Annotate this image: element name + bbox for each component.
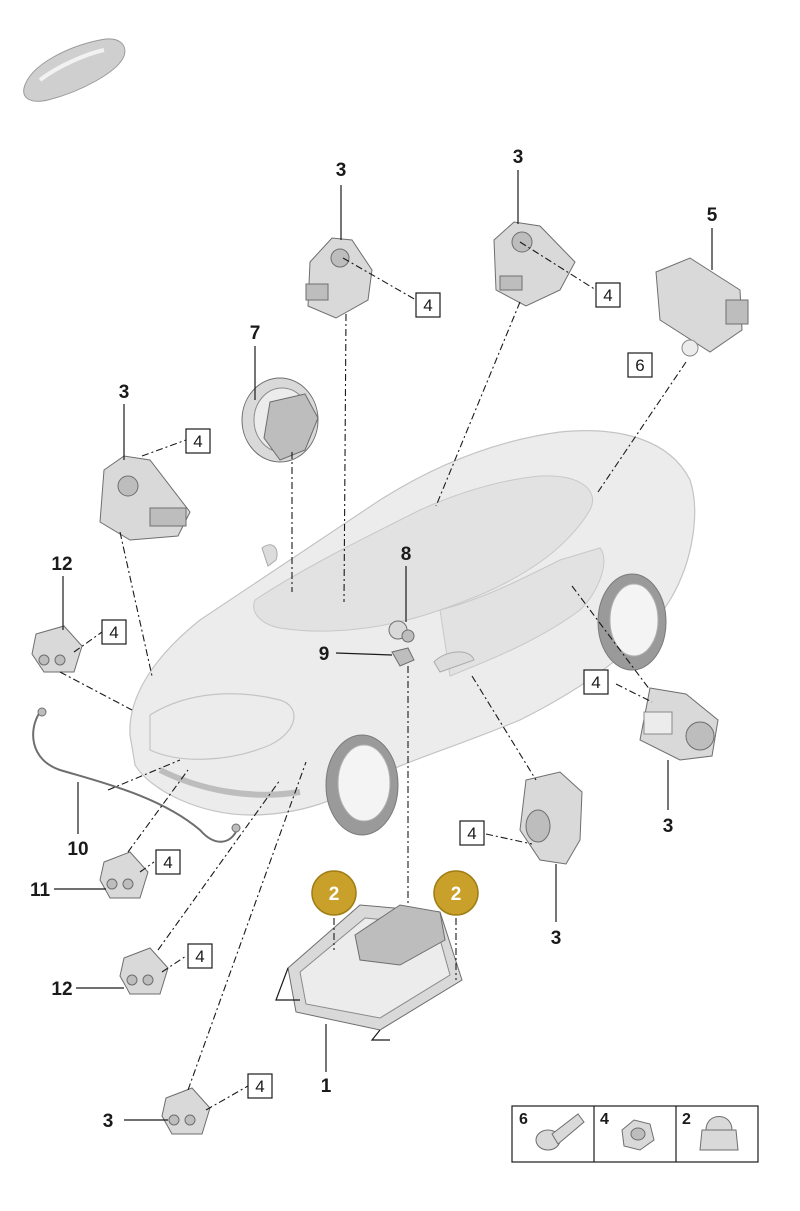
sensor-3-top-center: [305, 237, 373, 319]
sensor-3-left: [99, 455, 191, 541]
boxed-label-4: 4: [101, 619, 127, 645]
connector-lines: [59, 241, 687, 1111]
badge-2-right: 2: [433, 870, 479, 916]
svg-text:4: 4: [195, 947, 204, 966]
svg-text:4: 4: [255, 1077, 264, 1096]
sensor-12-upper: [31, 625, 83, 673]
svg-text:2: 2: [682, 1111, 691, 1128]
callout-7: 7: [250, 323, 261, 344]
callout-12-upper: 12: [51, 554, 72, 575]
sensor-7: [241, 377, 319, 463]
sensor-8: [388, 620, 415, 643]
svg-text:4: 4: [600, 1111, 609, 1128]
callout-3-bottom-right: 3: [551, 928, 562, 949]
sensor-3-bottom-right: [519, 771, 583, 865]
cap-nut-icon: [699, 1116, 739, 1151]
sensor-3-bottom-left: [161, 1087, 211, 1135]
callout-3-bottom-left: 3: [103, 1111, 114, 1132]
boxed-label-4: 4: [155, 849, 181, 875]
sensor-9: [391, 647, 415, 667]
boxed-label-4: 4: [595, 282, 621, 308]
svg-text:4: 4: [467, 824, 476, 843]
callout-10: 10: [67, 839, 88, 860]
boxed-label-4: 4: [415, 292, 441, 318]
svg-text:4: 4: [109, 623, 118, 642]
svg-text:4: 4: [163, 853, 172, 872]
sensor-11: [99, 851, 149, 899]
car-thumbnail-icon: [23, 38, 126, 102]
sensor-12-lower: [119, 947, 169, 995]
nut-icon: [621, 1119, 655, 1151]
boxed-labels: 4 4 6 4 4 4 4 4: [101, 282, 653, 1099]
callout-3-left: 3: [119, 382, 130, 403]
callout-11: 11: [30, 880, 51, 901]
svg-text:2: 2: [329, 884, 340, 905]
callout-12-lower: 12: [51, 979, 72, 1000]
legend-item-nut: 4: [600, 1111, 655, 1151]
svg-text:4: 4: [603, 286, 612, 305]
legend-item-cap-nut: 2: [682, 1111, 739, 1151]
boxed-label-4: 4: [187, 943, 213, 969]
leader-lines: [54, 170, 713, 1121]
car-illustration: [129, 430, 696, 836]
boxed-label-4: 4: [247, 1073, 273, 1099]
callout-3-right: 3: [663, 816, 674, 837]
control-unit-part: [275, 904, 463, 1041]
svg-text:6: 6: [635, 356, 644, 375]
fastener-legend: 6 4 2: [511, 1105, 759, 1163]
callout-5: 5: [707, 205, 718, 226]
svg-text:2: 2: [451, 884, 462, 905]
screw-icon: [535, 1113, 585, 1151]
svg-text:4: 4: [193, 432, 202, 451]
sensor-3-right: [639, 687, 719, 761]
wiring-harness: [32, 707, 241, 843]
badge-2-left: 2: [311, 870, 357, 916]
callout-9: 9: [319, 644, 330, 665]
legend-item-screw: 6: [519, 1111, 585, 1151]
sensor-5: [655, 257, 749, 357]
callout-numbers: 3 3 5 7 3 12 8 9 10 11 12 1 3 3 3: [30, 147, 718, 1132]
svg-text:4: 4: [591, 673, 600, 692]
callout-3-top-right: 3: [513, 147, 524, 168]
boxed-label-4: 4: [583, 669, 609, 695]
boxed-label-6: 6: [627, 352, 653, 378]
boxed-label-4: 4: [459, 820, 485, 846]
callout-3-top-center: 3: [336, 160, 347, 181]
boxed-label-4: 4: [185, 428, 211, 454]
callout-8: 8: [401, 544, 412, 565]
svg-text:6: 6: [519, 1111, 528, 1128]
callout-1: 1: [321, 1076, 332, 1097]
svg-text:4: 4: [423, 296, 432, 315]
sensor-3-top-right: [493, 221, 576, 307]
